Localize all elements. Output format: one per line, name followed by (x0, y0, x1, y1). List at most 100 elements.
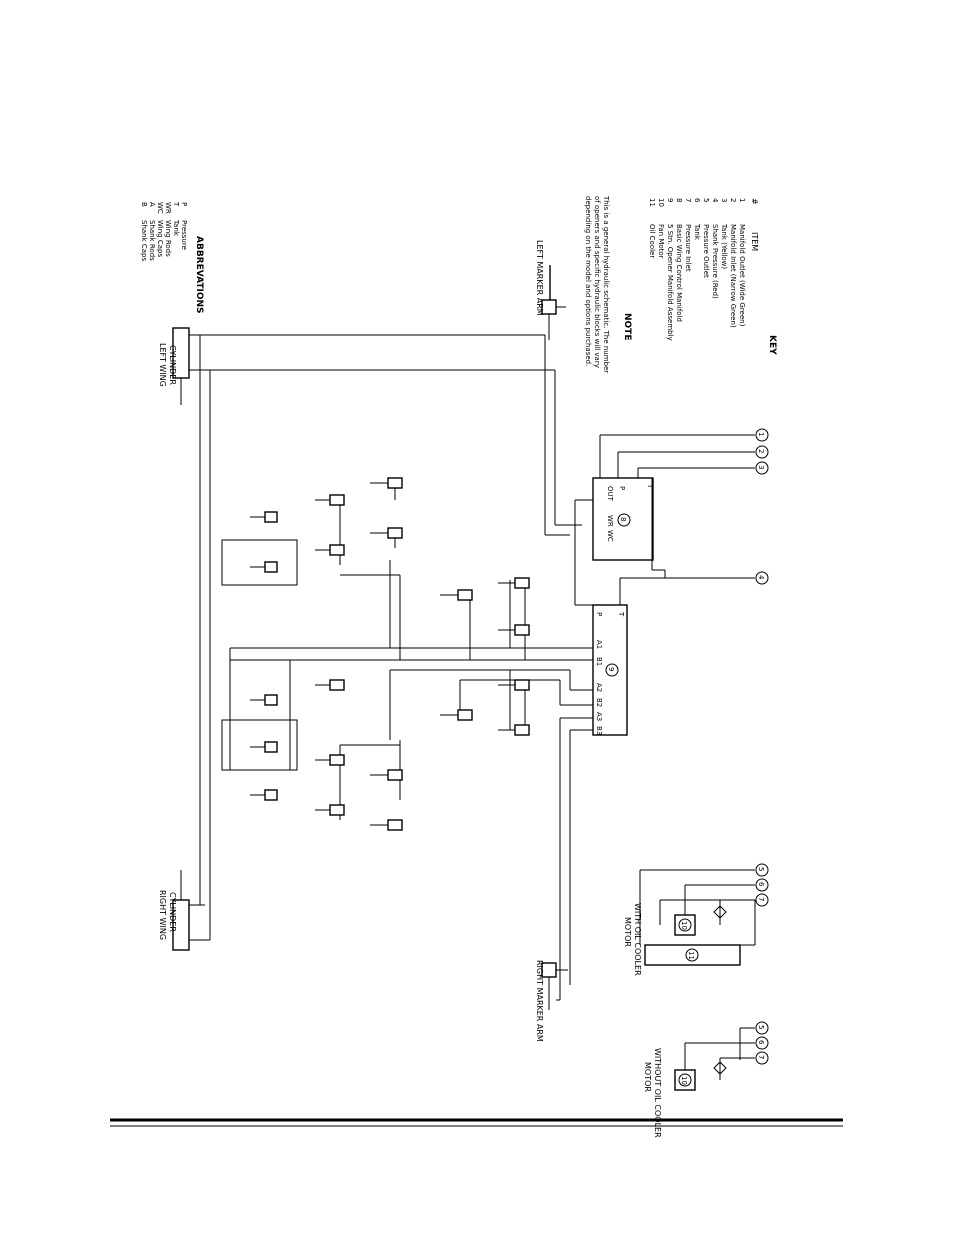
manifold-9-port: T (617, 611, 625, 617)
supply-callouts: 1 2 3 4 (574, 428, 769, 606)
key-item-num: 11 (648, 198, 656, 207)
key-item-label: Oil Cooler (648, 224, 656, 258)
key-item-num: 5 (702, 198, 710, 202)
motor-callout-5: 5 (757, 867, 765, 871)
key-item-num: 6 (693, 198, 701, 203)
key-item-label: Pressure Outlet (702, 224, 710, 278)
key-item-num: 3 (720, 198, 728, 202)
key-item-label: Tank (693, 223, 701, 241)
bottom-rule (110, 1118, 843, 1127)
abbr-code: A (148, 202, 156, 207)
shank-cylinders-lower (250, 679, 530, 831)
left-wing-cylinder (172, 327, 200, 405)
callout-4: 4 (757, 575, 765, 580)
key-col-num: # (750, 198, 759, 205)
manifold-9-port: B1 (595, 657, 603, 666)
abbr-meaning: Shank Caps (140, 220, 148, 262)
right-wing-cylinder-label: CYLINDER (168, 892, 177, 932)
abbr-code: P (180, 202, 188, 206)
callout-3: 3 (757, 465, 765, 469)
wing-control-manifold: 8 OUT P T WR WC (592, 477, 654, 561)
right-marker-arm-cylinder (541, 962, 568, 1010)
callout-1: 1 (757, 432, 765, 436)
key-item-label: Tank (Yellow) (720, 223, 728, 269)
key-item-num: 4 (711, 198, 719, 203)
motor-alt-callout-5: 5 (757, 1025, 765, 1029)
manifold-8-number: 8 (619, 517, 627, 521)
key-item-label: Basic Wing Control Manifold (675, 224, 683, 322)
motor-without-cooler-label: WITHOUT OIL COOLER (653, 1048, 662, 1138)
motor-with-cooler-label: MOTOR (623, 917, 632, 947)
note-line: This is a general hydraulic schematic. T… (602, 195, 610, 373)
abbr-meaning: Wing Rods (164, 220, 172, 257)
key-item-label: Pressure Inlet (684, 224, 692, 272)
wing-hydraulic-lines (199, 334, 582, 940)
shank-distribution-lines (229, 500, 593, 1001)
manifold-9-port: B2 (595, 698, 603, 707)
callout-2: 2 (757, 449, 765, 453)
cooler-11-label: 11 (687, 951, 695, 960)
manifold-9-port: P (595, 612, 603, 616)
manifold-8-port: WC (606, 530, 614, 542)
right-marker-arm-label: RIGHT MARKER ARM (535, 960, 544, 1042)
motor-without-oil-cooler: 10 5 6 7 (674, 1021, 769, 1091)
motor-with-oil-cooler: 10 11 5 6 7 (639, 863, 769, 966)
key-item-num: 8 (675, 198, 683, 202)
motor-without-cooler-label: MOTOR (643, 1062, 652, 1092)
right-wing-cylinder-label: RIGHT WING (158, 890, 167, 940)
key-item-label: Manifold Outlet (Wide Green) (738, 224, 746, 327)
manifold-9-port: A1 (595, 640, 603, 649)
motor-alt-callout-6: 6 (757, 1040, 765, 1045)
key-item-label: Manifold Inlet (Narrow Green) (729, 224, 737, 328)
left-marker-arm-label: LEFT MARKER ARM (535, 240, 544, 316)
manifold-9-port: A3 (595, 712, 603, 721)
key-item-num: 10 (657, 198, 665, 207)
manifold-8-port: P (618, 486, 626, 490)
key-item-num: 9 (666, 198, 674, 202)
key-item-label: 5 Stn. Opener Manifold Assembly (666, 224, 674, 341)
manifold-9-number: 9 (607, 667, 615, 671)
note-line: depending on the model and options purch… (584, 196, 592, 366)
key-item-num: 1 (738, 198, 746, 202)
manifold-9-port: A2 (595, 683, 603, 692)
key-item-label: Shank Pressure (Red) (711, 224, 719, 299)
section-frames (221, 539, 298, 771)
abbr-meaning: Shank Rods (148, 220, 156, 261)
motor-alt-callout-7: 7 (757, 1055, 765, 1059)
motor-callout-6: 6 (757, 882, 765, 887)
motor-10-label-alt: 10 (680, 1076, 688, 1085)
key-item-label: Fan Motor (657, 224, 665, 259)
note-title: NOTE (622, 313, 632, 340)
manifold-9-port: B3 (595, 726, 603, 735)
motor-10-label: 10 (680, 921, 688, 930)
abbr-code: B (140, 202, 148, 207)
shank-cylinders-upper (250, 477, 530, 636)
manifold-8-port: T (646, 483, 654, 489)
opener-manifold-assembly: 9 A1 B1 A2 B2 A3 B3 P T (592, 604, 628, 736)
key-title: KEY (767, 335, 777, 355)
left-wing-cylinder-label: LEFT WING (158, 343, 167, 387)
abbreviations-title: ABBREVATIONS (194, 236, 204, 314)
right-wing-cylinder (172, 870, 210, 951)
motor-callout-7: 7 (757, 897, 765, 901)
note-text: This is a general hydraulic schematic. T… (584, 195, 610, 373)
note-line: of openers and specific hydraulic blocks… (593, 196, 601, 368)
key-col-item: ITEM (750, 232, 759, 251)
manifold-8-port: OUT (606, 486, 614, 502)
abbr-code: WC (156, 202, 164, 214)
abbr-meaning: Pressure (180, 220, 188, 250)
key-item-num: 2 (729, 198, 737, 202)
abbr-code: WR (164, 202, 172, 214)
motor-with-cooler-label: WITH OIL COOLER (633, 903, 642, 976)
left-marker-arm-cylinder (541, 265, 566, 340)
abbr-code: T (172, 201, 180, 207)
manifold-8-port: WR (606, 515, 614, 527)
abbr-meaning: Wing Caps (156, 220, 164, 257)
key-item-num: 7 (684, 198, 692, 202)
abbr-meaning: Tank (172, 219, 180, 237)
left-wing-cylinder-label: CYLINDER (168, 345, 177, 385)
